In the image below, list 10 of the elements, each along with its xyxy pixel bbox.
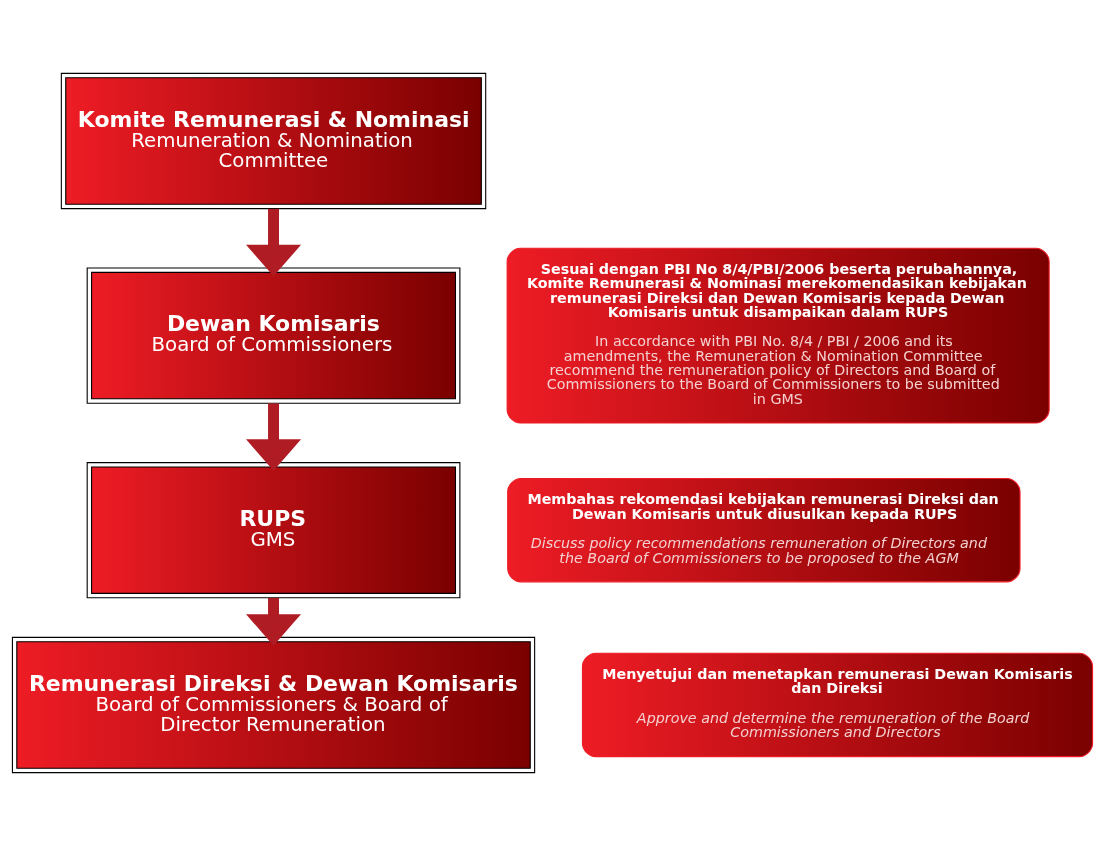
arrow [246,597,302,646]
node-box: Membahas rekomendasi kebijakan remunerasi Direksi dan Dewan Komisaris untuk diusulkan kepada RUPS Discuss policy recommendations remuneration of Directors and the Board of Commissioners to be proposed to the AGM [507,477,1021,582]
arrow [246,402,302,471]
node-box: Remunerasi Direksi & Dewan Komisaris Board of Commissioners & Board of Director Remuneration [11,636,536,773]
node-box: Dewan Komisaris Board of Commissioners [86,266,461,404]
node-box: Sesuai dengan PBI No 8/4/PBI/2006 beserta perubahannya, Komite Remunerasi & Nominasi merekomendasikan kebijakan remunerasi Direksi dan Dewan Komisaris kepada Dewan Komisaris untuk disampaikan dalam RUPS In accordance with PBI No. 8/4 / PBI / 2006 and its amendments, the Remuneration & Nomination Committee recommend the remuneration policy of Directors and Board of Commissioners to the Board of Commissioners to be submitted in GMS [506,247,1050,424]
node-box: Menyetujui dan menetapkan remunerasi Dewan Komisaris dan Direksi Approve and determine the remuneration of the Board Commissioners and Directors [581,652,1094,757]
node-box: RUPS GMS [86,461,461,598]
arrow [246,208,302,276]
node-box: Komite Remunerasi & Nominasi Remuneration & Nomination Committee [60,72,487,209]
